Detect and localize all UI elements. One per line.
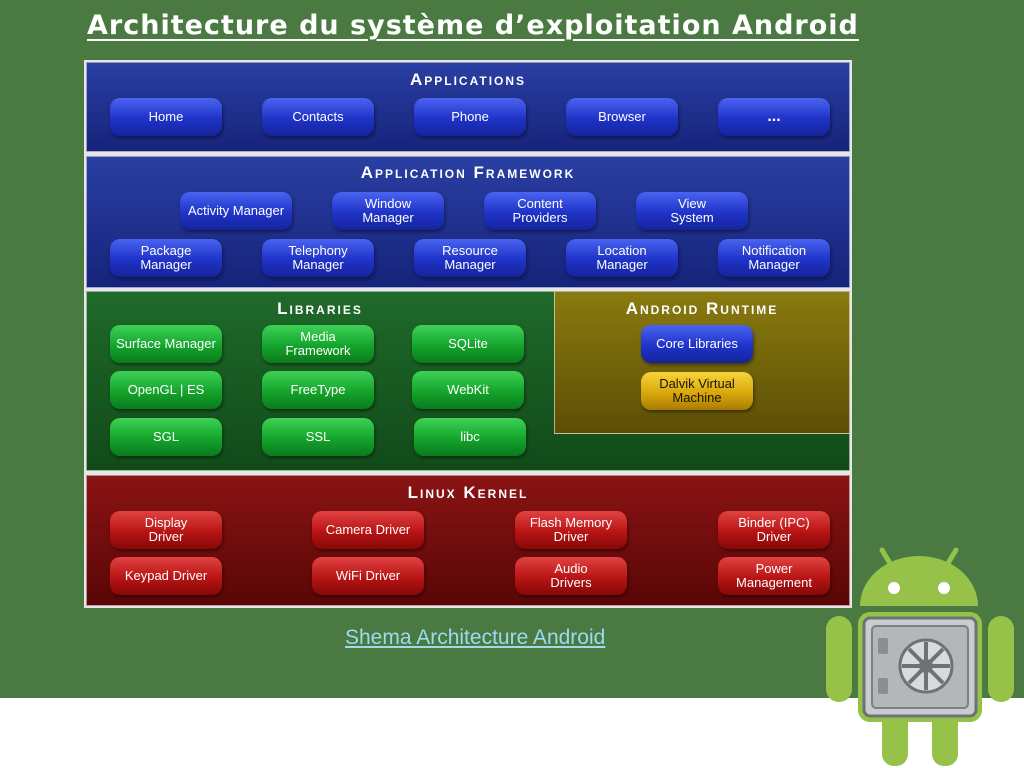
lib-media-framework: Media Framework xyxy=(262,325,374,363)
slide-title: Architecture du système d’exploitation A… xyxy=(87,10,859,41)
lib-ssl: SSL xyxy=(262,418,374,456)
runtime-layer-title: Android Runtime xyxy=(625,299,779,318)
kernel-display-driver: Display Driver xyxy=(110,511,222,549)
kernel-camera-driver: Camera Driver xyxy=(312,511,424,549)
lib-libc: libc xyxy=(414,418,526,456)
kernel-flash-memory-driver: Flash Memory Driver xyxy=(515,511,627,549)
kernel-keypad-driver: Keypad Driver xyxy=(110,557,222,595)
architecture-diagram: Applications Home Contacts Phone Browser… xyxy=(84,60,852,608)
fw-window-manager: Window Manager xyxy=(332,192,444,230)
applications-layer: Applications Home Contacts Phone Browser… xyxy=(86,62,850,152)
app-browser: Browser xyxy=(566,98,678,136)
app-home: Home xyxy=(110,98,222,136)
kernel-power-management: Power Management xyxy=(718,557,830,595)
framework-layer-title: Application Framework xyxy=(360,163,576,182)
fw-resource-manager: Resource Manager xyxy=(414,239,526,277)
kernel-wifi-driver: WiFi Driver xyxy=(312,557,424,595)
fw-location-manager: Location Manager xyxy=(566,239,678,277)
applications-layer-title: Applications xyxy=(409,70,527,89)
fw-view-system: View System xyxy=(636,192,748,230)
fw-telephony-manager: Telephony Manager xyxy=(262,239,374,277)
app-more: ... xyxy=(718,98,830,136)
lib-freetype: FreeType xyxy=(262,371,374,409)
fw-content-providers: Content Providers xyxy=(484,192,596,230)
lib-surface-manager: Surface Manager xyxy=(110,325,222,363)
lib-sgl: SGL xyxy=(110,418,222,456)
runtime-dalvik-vm: Dalvik Virtual Machine xyxy=(641,372,753,410)
kernel-audio-drivers: Audio Drivers xyxy=(515,557,627,595)
runtime-core-libraries: Core Libraries xyxy=(641,325,753,363)
app-phone: Phone xyxy=(414,98,526,136)
kernel-layer: Linux Kernel Display Driver Camera Drive… xyxy=(86,475,850,606)
fw-package-manager: Package Manager xyxy=(110,239,222,277)
kernel-layer-title: Linux Kernel xyxy=(407,483,529,502)
framework-layer: Application Framework Activity Manager W… xyxy=(86,156,850,288)
fw-notification-manager: Notification Manager xyxy=(718,239,830,277)
lib-sqlite: SQLite xyxy=(412,325,524,363)
lib-opengl-es: OpenGL | ES xyxy=(110,371,222,409)
android-robot-vault-icon xyxy=(826,547,1014,766)
fw-activity-manager: Activity Manager xyxy=(180,192,292,230)
runtime-layer: Android Runtime Core Libraries Dalvik Vi… xyxy=(554,291,850,434)
libraries-layer-title: Libraries xyxy=(277,299,363,318)
diagram-caption-link[interactable]: Shema Architecture Android xyxy=(345,626,606,649)
kernel-binder-ipc-driver: Binder (IPC) Driver xyxy=(718,511,830,549)
app-contacts: Contacts xyxy=(262,98,374,136)
lib-webkit: WebKit xyxy=(412,371,524,409)
